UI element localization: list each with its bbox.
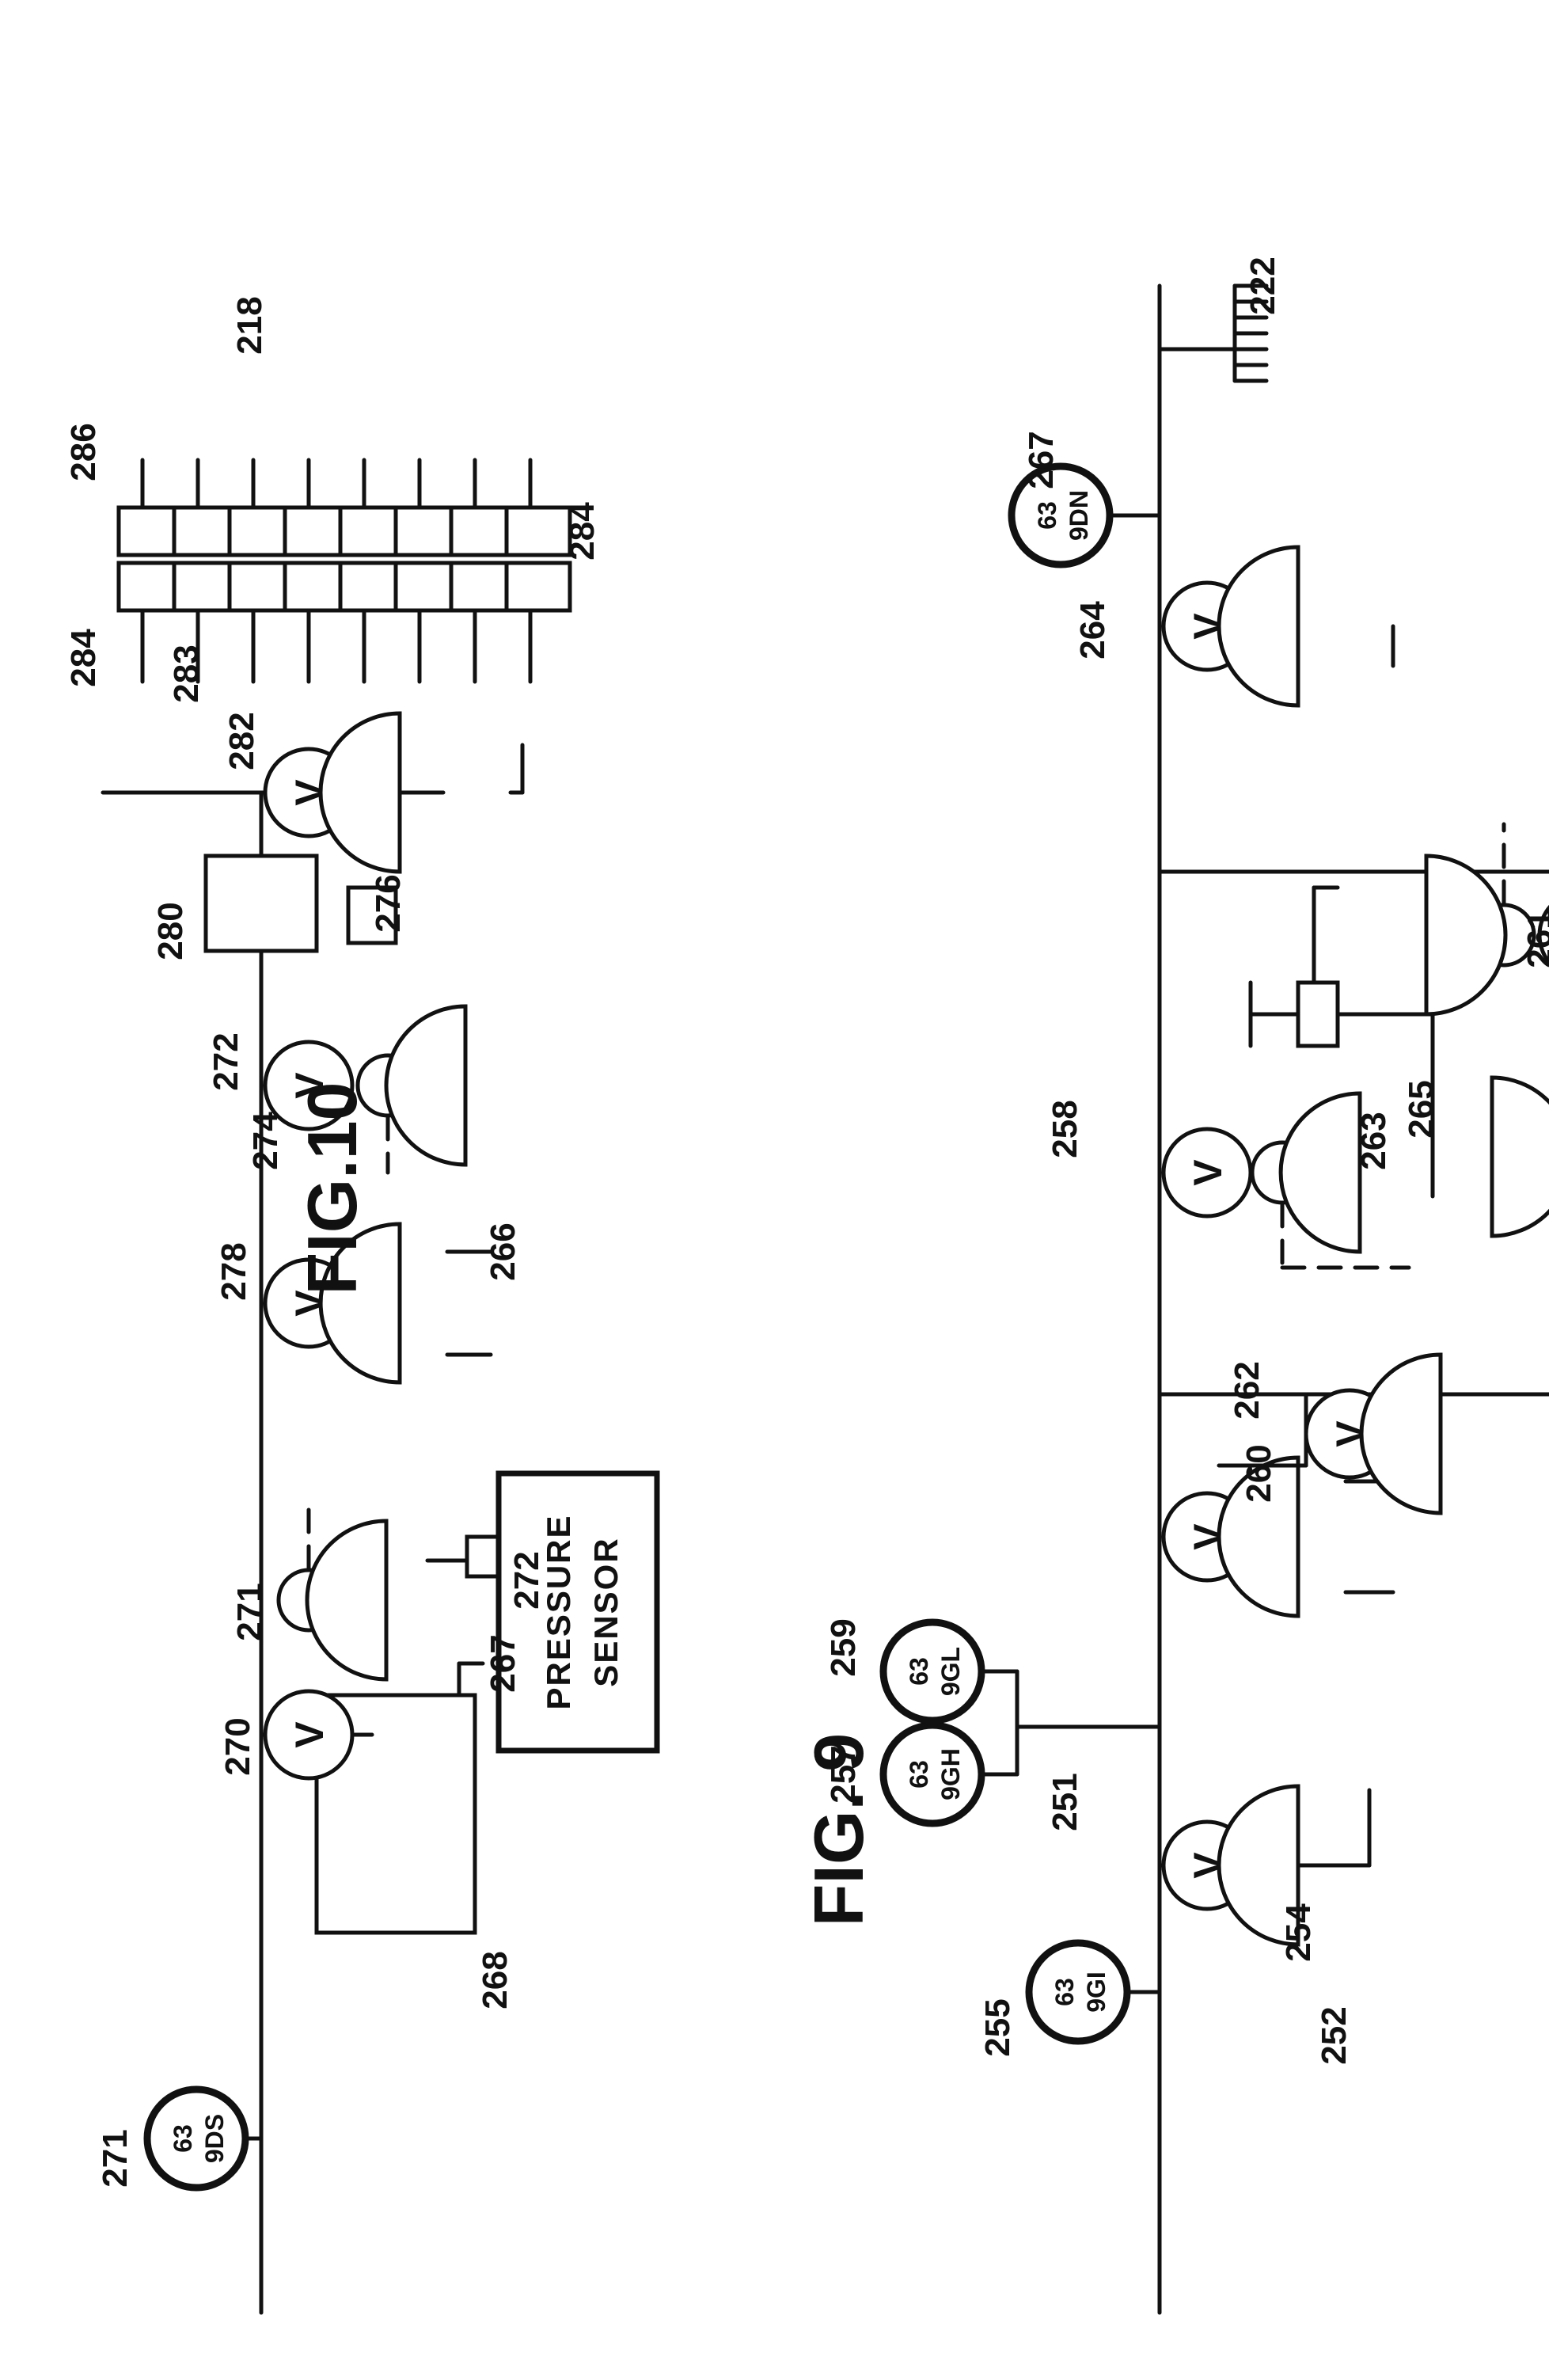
actuator-264 [1219, 547, 1298, 705]
valve-270: V [265, 1691, 352, 1778]
filter-284 [507, 563, 570, 610]
gauge-bottom-text: 9DN [1065, 490, 1093, 541]
nozzle-218 [507, 508, 570, 555]
gauge-top-text: 63 [905, 1657, 933, 1686]
fig10-ref-266: 266 [484, 1222, 522, 1280]
label-261: 261 [1521, 910, 1549, 968]
pressure-sensor-text-2: SENSOR [587, 1537, 625, 1686]
fig9-ref-251: 251 [1046, 1773, 1084, 1831]
valve-letter: V [1186, 1159, 1230, 1186]
label-255: 255 [978, 1998, 1017, 2056]
pressure-sensor-text-1: PRESSURE [540, 1514, 577, 1709]
label-264: 264 [1073, 601, 1112, 660]
label-282: 282 [222, 712, 261, 770]
label-254: 254 [1279, 1903, 1318, 1962]
gauge-257: 639GH [883, 1725, 981, 1823]
gauge-top-text: 63 [1050, 1978, 1079, 2006]
label-276: 276 [369, 874, 408, 932]
label-283: 283 [167, 644, 206, 702]
label-260: 260 [1240, 1444, 1278, 1502]
label-270: 270 [218, 1717, 257, 1775]
gauge-top-text: 63 [169, 2124, 197, 2153]
label-252: 252 [1315, 2006, 1353, 2064]
actuator-258 [1281, 1093, 1360, 1252]
gauge-bottom-text: 9GL [936, 1647, 965, 1696]
label-267: 267 [1022, 431, 1061, 489]
label-218: 218 [230, 296, 269, 354]
label-271-gauge: 271 [96, 2129, 135, 2187]
label-265: 265 [1402, 1080, 1441, 1138]
label-259: 259 [824, 1618, 863, 1676]
gauge-top-text: 63 [1033, 501, 1061, 530]
label-271-valve: 271 [230, 1583, 269, 1641]
gauge-bottom-text: 9DS [200, 2114, 229, 2163]
fig10-caption: FIG.10 [293, 1082, 371, 1295]
gauge-271-9ds: 639DS [147, 2089, 245, 2188]
label-267-sensor: 267 [484, 1634, 522, 1692]
label-268: 268 [476, 1951, 514, 2009]
gauge-259: 639GL [883, 1622, 981, 1720]
valve-258: V [1164, 1129, 1251, 1216]
actuator-256 [1426, 856, 1505, 1014]
label-278: 278 [215, 1242, 253, 1300]
actuator-271 [307, 1521, 386, 1679]
actuator-262 [1361, 1355, 1441, 1513]
label-262: 262 [1228, 1361, 1266, 1419]
fig9-caption: FIG. 9 [799, 1733, 878, 1927]
label-263: 263 [1354, 1112, 1393, 1169]
label-272-upper: 272 [207, 1032, 245, 1090]
gauge-bottom-text: 9GI [1082, 1971, 1110, 2013]
label-274: 274 [246, 1112, 285, 1170]
label-284-left: 284 [64, 629, 103, 687]
label-258: 258 [1046, 1100, 1084, 1158]
valve-letter: V [287, 1721, 332, 1748]
actuator-282 [321, 713, 400, 872]
gauge-top-text: 63 [905, 1760, 933, 1789]
gauge-bottom-text: 9GH [936, 1748, 965, 1800]
gauge-255: 639GI [1029, 1943, 1127, 2041]
label-222: 222 [1243, 257, 1282, 314]
actuator-257 [1492, 1078, 1549, 1236]
label-284-right: 284 [563, 502, 602, 561]
actuator-272 [386, 1006, 465, 1165]
label-286: 286 [64, 423, 103, 481]
block-280 [206, 856, 317, 951]
pressure-sensor-box [499, 1473, 657, 1751]
label-280: 280 [151, 902, 190, 960]
